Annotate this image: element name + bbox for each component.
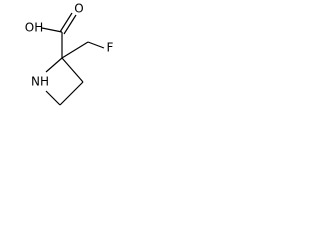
bond-c-oh bbox=[41, 27, 63, 33]
fluorine-label: F bbox=[107, 41, 114, 55]
hydroxyl-label: OH bbox=[25, 21, 43, 35]
carboxyl-oxygen-label: O bbox=[74, 2, 83, 16]
ring-bond-bottom-nh bbox=[45, 90, 61, 106]
chemical-structure-diagram: O OH F NH bbox=[25, 2, 114, 106]
bond-ch2-f bbox=[87, 41, 105, 49]
ring-bond-right-bottom bbox=[59, 81, 84, 106]
ring-bond-nh-c3 bbox=[45, 57, 63, 73]
bond-c3-ch2 bbox=[61, 41, 89, 59]
ring-bond-c3-right bbox=[61, 57, 84, 83]
amine-label: NH bbox=[31, 75, 49, 89]
double-bond-co-b bbox=[63, 14, 77, 35]
double-bond-co-a bbox=[59, 12, 73, 33]
